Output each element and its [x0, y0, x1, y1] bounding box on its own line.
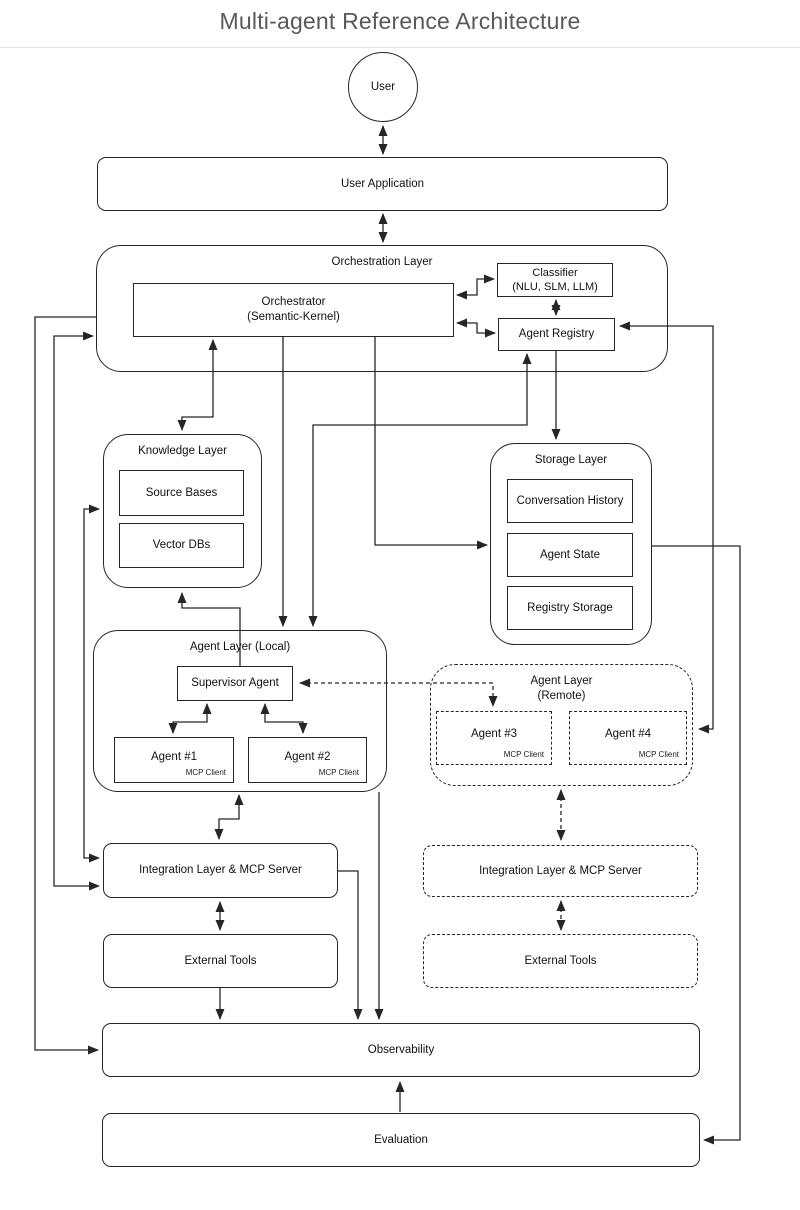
node-agent-2-mcp-client-label: MCP Client	[318, 767, 359, 777]
node-orchestrator-label-line2: (Semantic-Kernel)	[247, 311, 340, 323]
wire-orchestration-integration-layer	[53, 331, 100, 891]
title-divider	[0, 47, 800, 48]
node-user-application-label: User Application	[340, 177, 425, 190]
node-agent-3: Agent #3 MCP Client	[436, 711, 552, 765]
node-agent-4-label: Agent #4	[604, 727, 652, 740]
node-agent-4-mcp-client-label: MCP Client	[638, 749, 679, 759]
node-agent-state: Agent State	[507, 533, 633, 577]
node-observability: Observability	[102, 1023, 700, 1077]
agent-layer-remote-label-line2: (Remote)	[537, 689, 586, 702]
node-integration-layer-remote-label: Integration Layer & MCP Server	[479, 864, 642, 877]
agent-layer-remote-label-line1: Agent Layer	[530, 675, 593, 687]
node-external-tools-remote-label: External Tools	[524, 954, 597, 967]
node-agent-1: Agent #1 MCP Client	[114, 737, 234, 783]
node-external-tools-remote: External Tools	[423, 934, 698, 988]
node-orchestrator-label-line1: Orchestrator	[261, 296, 326, 309]
node-source-bases-label: Source Bases	[145, 486, 218, 499]
node-user-label: User	[370, 80, 396, 93]
node-user-application: User Application	[97, 157, 668, 211]
node-agent-1-label: Agent #1	[150, 750, 198, 763]
node-conversation-history-label: Conversation History	[516, 494, 624, 507]
node-classifier-label-line1: Classifier	[532, 266, 578, 279]
node-external-tools-local: External Tools	[103, 934, 338, 988]
node-agent-1-mcp-client-label: MCP Client	[185, 767, 226, 777]
node-registry-storage-label: Registry Storage	[527, 601, 613, 614]
node-agent-4: Agent #4 MCP Client	[569, 711, 687, 765]
node-supervisor-agent: Supervisor Agent	[177, 666, 293, 701]
node-agent-state-label: Agent State	[539, 548, 601, 561]
knowledge-layer-label: Knowledge Layer	[138, 445, 227, 457]
node-evaluation: Evaluation	[102, 1113, 700, 1167]
node-integration-layer-remote: Integration Layer & MCP Server	[423, 845, 698, 897]
storage-layer-label: Storage Layer	[534, 454, 608, 466]
node-agent-2-label: Agent #2	[284, 750, 331, 763]
node-user: User	[348, 52, 418, 122]
node-integration-layer-local-label: Integration Layer & MCP Server	[139, 864, 302, 877]
node-integration-layer-local: Integration Layer & MCP Server	[103, 843, 338, 898]
orchestration-layer-label: Orchestration Layer	[331, 256, 433, 268]
node-vector-dbs: Vector DBs	[119, 523, 244, 568]
node-agent-3-mcp-client-label: MCP Client	[503, 749, 544, 759]
node-supervisor-agent-label: Supervisor Agent	[191, 677, 279, 690]
node-conversation-history: Conversation History	[507, 479, 633, 523]
node-agent-registry-label: Agent Registry	[518, 328, 595, 341]
node-evaluation-label: Evaluation	[374, 1133, 428, 1146]
node-orchestrator: Orchestrator (Semantic-Kernel)	[133, 283, 454, 337]
wire-integration-observability	[338, 870, 363, 1020]
node-agent-registry: Agent Registry	[498, 318, 615, 351]
node-source-bases: Source Bases	[119, 470, 244, 516]
node-classifier: Classifier (NLU, SLM, LLM)	[497, 263, 613, 297]
node-vector-dbs-label: Vector DBs	[152, 539, 211, 552]
agent-layer-local-label: Agent Layer (Local)	[189, 641, 291, 653]
page-title: Multi-agent Reference Architecture	[219, 8, 581, 34]
node-classifier-label-line2: (NLU, SLM, LLM)	[512, 281, 598, 293]
agent-layer-remote-label: Agent Layer (Remote)	[431, 674, 692, 704]
node-external-tools-local-label: External Tools	[184, 954, 257, 967]
wire-agent-layer-local-integration-layer	[214, 794, 244, 840]
node-agent-3-label: Agent #3	[470, 727, 518, 740]
wire-orchestration-observability	[34, 316, 99, 1055]
node-registry-storage: Registry Storage	[507, 586, 633, 630]
node-agent-2: Agent #2 MCP Client	[248, 737, 367, 783]
node-observability-label: Observability	[367, 1043, 435, 1056]
